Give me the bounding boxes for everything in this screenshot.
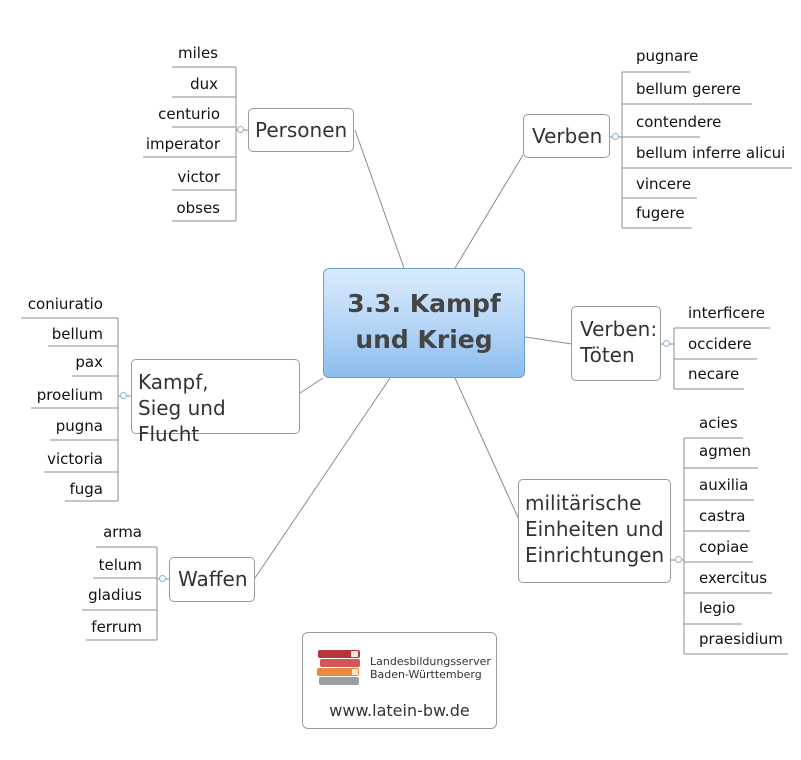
topic-verben-toeten-line2: Töten — [580, 343, 635, 367]
collapse-knob-verben-toeten[interactable] — [663, 340, 670, 347]
list-item: occidere — [688, 335, 752, 353]
list-item: acies — [699, 414, 738, 432]
list-item: vincere — [636, 175, 692, 193]
topic-personen[interactable]: Personen — [248, 108, 354, 152]
topic-einheiten-line1: militärische — [525, 491, 642, 515]
list-item: fuga — [69, 480, 103, 498]
books-logo-icon — [317, 650, 360, 685]
collapse-knob-verben[interactable] — [612, 133, 619, 140]
list-item: auxilia — [699, 476, 749, 494]
central-title-line2: und Krieg — [355, 325, 493, 354]
list-item: coniuratio — [27, 295, 103, 313]
collapse-knob-personen[interactable] — [237, 126, 244, 133]
topic-personen-label: Personen — [255, 118, 348, 142]
central-topic[interactable]: 3.3. Kampf und Krieg — [323, 268, 525, 378]
topic-kampf[interactable]: Kampf, Sieg und Flucht — [131, 359, 300, 446]
list-item: dux — [190, 75, 218, 93]
logo-panel: Landesbildungsserver Baden-Württemberg w… — [302, 632, 497, 729]
topic-verben-label: Verben — [532, 124, 603, 148]
list-item: ferrum — [91, 618, 142, 636]
list-item: imperator — [145, 135, 220, 153]
logo-name-line1: Landesbildungsserver — [370, 655, 491, 668]
list-item: telum — [98, 556, 142, 574]
collapse-knob-kampf[interactable] — [120, 392, 127, 399]
list-item: agmen — [699, 442, 752, 460]
list-item: bellum — [51, 325, 103, 343]
list-item: legio — [699, 599, 736, 617]
list-item: fugere — [636, 204, 685, 222]
topic-einheiten-line2: Einheiten und — [525, 517, 664, 541]
list-item: pugna — [55, 417, 103, 435]
collapse-knob-waffen[interactable] — [159, 575, 166, 582]
list-item: bellum gerere — [636, 80, 741, 98]
list-item: gladius — [88, 586, 142, 604]
topic-waffen-label: Waffen — [178, 567, 248, 591]
list-item: praesidium — [699, 630, 783, 648]
list-item: bellum inferre alicui — [636, 144, 786, 162]
list-item: miles — [178, 44, 218, 62]
list-item: victoria — [47, 450, 103, 468]
central-title-line1: 3.3. Kampf — [347, 289, 501, 318]
topic-waffen[interactable]: Waffen — [169, 557, 255, 602]
list-item: necare — [688, 365, 740, 383]
list-item: exercitus — [699, 569, 768, 587]
list-item: contendere — [636, 113, 722, 131]
topic-verben[interactable]: Verben — [523, 114, 610, 158]
list-item: interficere — [688, 304, 765, 322]
list-item: copiae — [699, 538, 749, 556]
collapse-knob-einheiten[interactable] — [675, 556, 682, 563]
topic-kampf-line2: Sieg und Flucht — [138, 396, 226, 446]
topic-einheiten-line3: Einrichtungen — [525, 543, 665, 567]
logo-name-line2: Baden-Württemberg — [370, 668, 482, 681]
list-item: pax — [75, 353, 103, 371]
list-item: proelium — [36, 386, 103, 404]
list-item: obses — [176, 199, 220, 217]
list-item: arma — [103, 523, 142, 541]
list-item: victor — [177, 168, 220, 186]
topic-verben-toeten-line1: Verben: — [580, 317, 658, 341]
topic-kampf-line1: Kampf, — [138, 370, 209, 394]
list-item: castra — [699, 507, 746, 525]
list-item: centurio — [158, 105, 220, 123]
list-item: pugnare — [636, 47, 699, 65]
topic-verben-toeten[interactable]: Verben: Töten — [571, 306, 661, 381]
website-url[interactable]: www.latein-bw.de — [329, 701, 470, 720]
topic-einheiten[interactable]: militärische Einheiten und Einrichtungen — [518, 479, 671, 583]
